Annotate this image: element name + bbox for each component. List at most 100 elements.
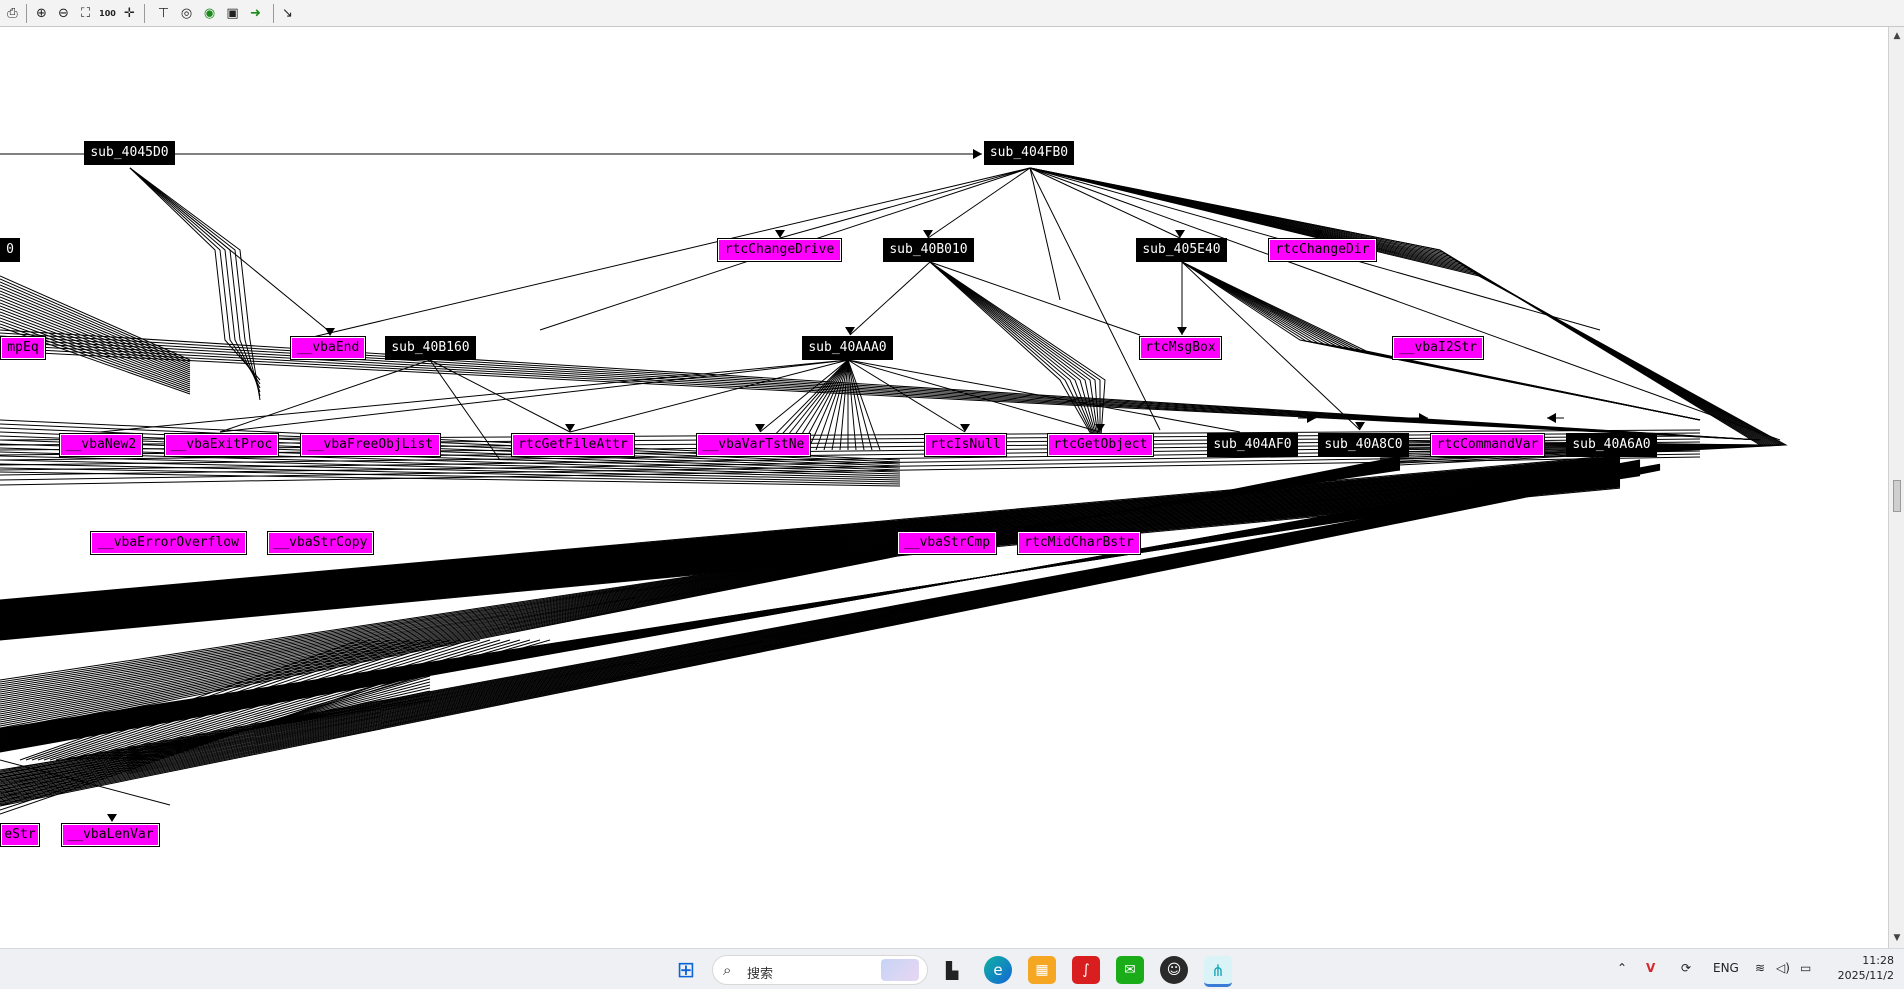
graph-edge <box>779 167 1031 239</box>
graph-edge <box>79 639 461 761</box>
print-icon[interactable]: ⎙ <box>7 6 18 21</box>
graph-edge <box>129 167 261 381</box>
edge-arrowhead <box>565 424 575 432</box>
pointer-icon[interactable]: ↘ <box>282 6 293 21</box>
graph-edge <box>0 475 1621 628</box>
taskbar-search-box[interactable]: ⌕ 搜索 <box>712 955 928 985</box>
graph-node-sub-40a8c0[interactable]: sub_40A8C0 <box>1318 433 1409 457</box>
edge-browser-icon[interactable]: e <box>984 956 1012 984</box>
zoom-in-icon[interactable]: ⊕ <box>36 6 47 21</box>
avatar-app-icon[interactable]: ☺ <box>1160 956 1188 984</box>
graph-edge <box>0 470 1621 621</box>
graph-node-vbaexitproc[interactable]: __vbaExitProc <box>164 433 279 457</box>
sync-icon[interactable]: ⟳ <box>1681 961 1692 975</box>
edge-arrowhead <box>1177 327 1187 335</box>
graph-edge <box>0 290 191 371</box>
graph-node-sub-4045d0[interactable]: sub_4045D0 <box>84 141 175 165</box>
vertical-scrollbar[interactable]: ▲ ▼ <box>1888 27 1904 948</box>
graph-node-vbaerroroverflow[interactable]: __vbaErrorOverflow <box>90 531 247 555</box>
graph-edge <box>299 167 1031 341</box>
tray-app-icon[interactable]: V <box>1646 961 1656 975</box>
graph-node-vbaend[interactable]: __vbaEnd <box>290 336 366 360</box>
graph-edge <box>0 311 191 385</box>
graph-node-partial[interactable]: 0 <box>0 238 20 262</box>
wifi-icon[interactable]: ≋ <box>1755 961 1766 975</box>
graph-node-rtcmidcharbstr[interactable]: rtcMidCharBstr <box>1017 531 1141 555</box>
scroll-down-icon[interactable]: ▼ <box>1893 933 1901 943</box>
graph-node-vbafreeobjlist[interactable]: __vbaFreeObjList <box>300 433 441 457</box>
graph-node-rtccommandvar[interactable]: rtcCommandVar <box>1430 433 1545 457</box>
graph-edge <box>67 639 441 761</box>
task-view-icon[interactable]: ▙ <box>945 960 959 980</box>
graph-node-partial-estr[interactable]: eStr <box>0 823 40 847</box>
store-icon[interactable]: ▦ <box>1028 956 1056 984</box>
graph-node-sub-40aaa0[interactable]: sub_40AAA0 <box>802 336 893 360</box>
language-indicator[interactable]: ENG <box>1713 961 1739 975</box>
graph-edge <box>0 478 1621 632</box>
graph-edge <box>1029 167 1782 461</box>
scrollbar-thumb[interactable] <box>1893 480 1901 512</box>
graph-edge <box>109 639 511 761</box>
search-icon: ⌕ <box>723 961 732 979</box>
graph-node-rtcisnull[interactable]: rtcIsNull <box>924 433 1007 457</box>
graph-edge <box>929 261 1101 451</box>
graph-edges <box>0 149 1788 822</box>
call-graph-canvas[interactable]: sub_4045D0 sub_404FB0 0 rtcChangeDrive s… <box>0 27 1888 948</box>
graph-node-vbastrcopy[interactable]: __vbaStrCopy <box>267 531 374 555</box>
graph-node-rtcmsgbox[interactable]: rtcMsgBox <box>1139 336 1222 360</box>
graph-node-rtcchangedrive[interactable]: rtcChangeDrive <box>717 238 842 262</box>
graph-node-sub-40a6a0[interactable]: sub_40A6A0 <box>1566 433 1657 457</box>
move-icon[interactable]: ✛ <box>124 6 135 21</box>
graph-node-sub-404fb0[interactable]: sub_404FB0 <box>984 141 1074 165</box>
graph-edge <box>25 639 371 761</box>
chevron-up-icon[interactable]: ⌃ <box>1617 961 1628 975</box>
battery-icon[interactable]: ▭ <box>1800 961 1812 975</box>
graph-edge <box>569 359 849 433</box>
graph-edge <box>849 261 931 336</box>
graph-edge <box>103 639 501 761</box>
graph-node-vbanew2[interactable]: __vbaNew2 <box>59 433 143 457</box>
graph-node-sub-40b010[interactable]: sub_40B010 <box>883 238 974 262</box>
edge-arrowhead <box>775 230 785 238</box>
pdf-reader-icon[interactable]: ∫ <box>1072 956 1100 984</box>
graph-edge <box>0 466 1621 616</box>
graph-node-rtcgetobject[interactable]: rtcGetObject <box>1047 433 1154 457</box>
zoom-out-icon[interactable]: ⊖ <box>58 6 69 21</box>
graph-edge <box>0 476 1621 629</box>
export-icon[interactable]: ➜ <box>250 6 261 21</box>
graph-node-sub-40b160[interactable]: sub_40B160 <box>385 336 476 360</box>
graph-edge <box>929 261 1101 450</box>
graph-edge <box>0 453 1701 481</box>
graph-edge <box>219 359 849 433</box>
graph-node-vbastrcmp[interactable]: __vbaStrCmp <box>897 531 997 555</box>
graph-edge <box>61 639 431 761</box>
graph-node-partial-mpeq[interactable]: mpEq <box>0 336 46 360</box>
graph-node-rtcgetfileattr[interactable]: rtcGetFileAttr <box>511 433 635 457</box>
graph-node-vbavartstne[interactable]: __vbaVarTstNe <box>696 433 811 457</box>
scroll-up-icon[interactable]: ▲ <box>1893 31 1901 41</box>
graph-edge <box>847 359 966 433</box>
graph-node-vbai2str[interactable]: __vbaI2Str <box>1392 336 1484 360</box>
volume-icon[interactable]: ◁) <box>1776 961 1790 975</box>
zoom-100-icon[interactable]: 100 <box>99 8 116 18</box>
layout-tree-icon[interactable]: ⊤ <box>157 6 170 21</box>
graph-edge <box>0 429 1701 441</box>
graph-edge <box>31 639 381 761</box>
graph-edge <box>0 457 1621 605</box>
graph-node-sub-404af0[interactable]: sub_404AF0 <box>1207 433 1298 457</box>
graph-edge <box>0 465 1621 614</box>
windows-start-icon[interactable]: ⊞ <box>676 957 696 983</box>
edge-arrowhead <box>973 149 982 159</box>
layout-circle-icon[interactable]: ◎ <box>180 6 193 21</box>
graph-edge <box>0 438 1701 456</box>
graph-app-icon[interactable]: ⋔ <box>1204 956 1232 987</box>
wechat-icon[interactable]: ✉ <box>1116 956 1144 984</box>
fit-window-icon[interactable]: ⛶ <box>80 6 91 21</box>
globe-icon[interactable]: ◉ <box>203 6 216 21</box>
system-clock[interactable]: 11:28 2025/11/2 <box>1830 953 1894 983</box>
graph-node-rtcchangedir[interactable]: rtcChangeDir <box>1268 238 1377 262</box>
graph-node-sub-405e40[interactable]: sub_405E40 <box>1136 238 1227 262</box>
graph-node-vbalenvar[interactable]: __vbaLenVar <box>61 823 160 847</box>
edge-arrowhead <box>325 328 335 336</box>
overview-icon[interactable]: ▣ <box>226 6 239 21</box>
